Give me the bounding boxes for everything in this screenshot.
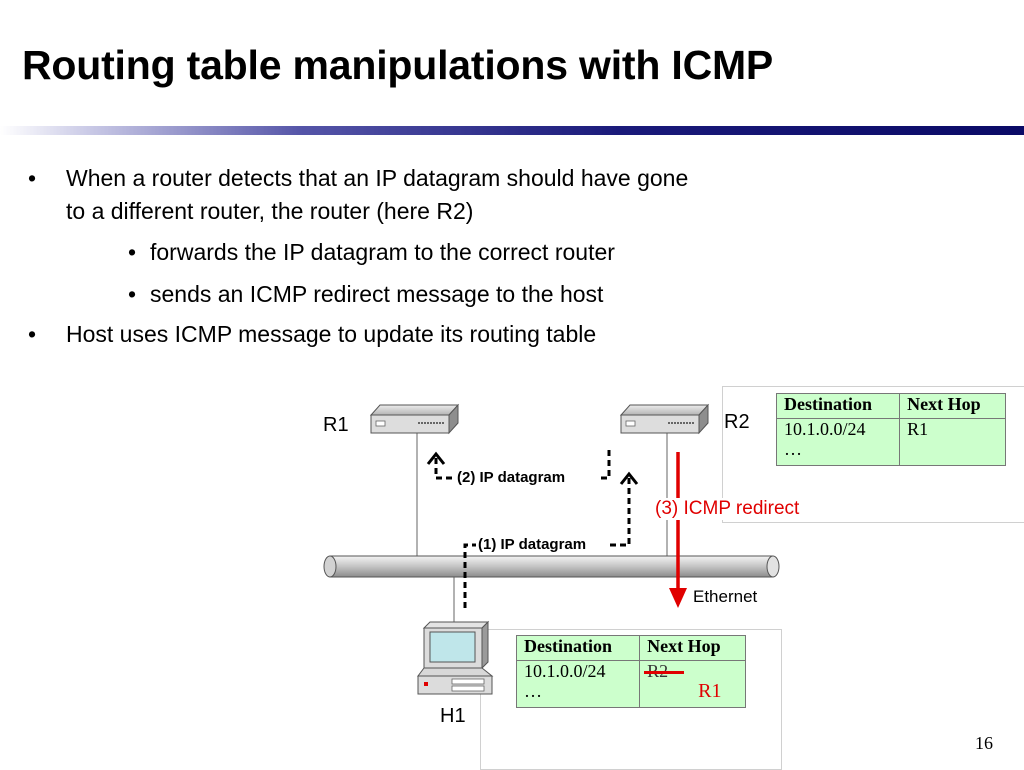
next-hop-cell: R2 R1 xyxy=(639,660,746,708)
bullet-2: • Host uses ICMP message to update its r… xyxy=(28,319,597,350)
bullet-dot: • xyxy=(28,165,37,191)
h1-routing-table: Destination Next Hop 10.1.0.0/24 … R2 R1 xyxy=(515,635,746,708)
bullet-1-line-2: to a different router, the router (here … xyxy=(66,198,474,224)
table-row: 10.1.0.0/24 … R2 R1 xyxy=(515,660,746,708)
sub-bullet-dot: • xyxy=(128,281,137,307)
destination-header: Destination xyxy=(775,393,901,419)
next-hop-value: R1 xyxy=(907,419,929,439)
router-r1-icon xyxy=(369,403,460,435)
ethernet-label: Ethernet xyxy=(693,587,758,606)
sub-bullet-dot: • xyxy=(128,239,137,265)
bullet-2-text: Host uses ICMP message to update its rou… xyxy=(66,321,597,347)
destination-value: 10.1.0.0/24 xyxy=(524,661,606,681)
datagram-1-label: (1) IP datagram xyxy=(476,536,589,553)
next-hop-cell: R1 xyxy=(899,418,1006,466)
datagram-1-path xyxy=(463,476,631,608)
destination-header: Destination xyxy=(515,635,641,661)
sub-bullet-1-text: forwards the IP datagram to the correct … xyxy=(150,239,615,265)
destination-value: 10.1.0.0/24 xyxy=(784,419,866,439)
bullet-1-line-1: When a router detects that an IP datagra… xyxy=(66,165,689,191)
sub-bullet-2-text: sends an ICMP redirect message to the ho… xyxy=(150,281,604,307)
slide-title: Routing table manipulations with ICMP xyxy=(22,42,774,88)
table-row: 10.1.0.0/24 … R1 xyxy=(775,418,1006,466)
ethernet-cable xyxy=(323,555,780,578)
destination-more: … xyxy=(784,439,802,459)
next-hop-new-value: R1 xyxy=(698,680,722,702)
bullet-dot: • xyxy=(28,321,37,347)
sub-bullet-1: • forwards the IP datagram to the correc… xyxy=(128,237,615,268)
destination-cell: 10.1.0.0/24 … xyxy=(775,418,901,466)
router-r2-icon xyxy=(619,403,710,435)
datagram-1-arrowhead xyxy=(619,471,639,485)
r2-routing-table: Destination Next Hop 10.1.0.0/24 … R1 xyxy=(775,393,1006,466)
datagram-2-path xyxy=(434,450,611,480)
icmp-redirect-label: (3) ICMP redirect xyxy=(655,498,800,520)
page-number: 16 xyxy=(975,733,993,753)
strikeout-line xyxy=(644,671,685,674)
bullet-1: • When a router detects that an IP datag… xyxy=(28,163,689,194)
datagram-2-label: (2) IP datagram xyxy=(455,469,568,486)
datagram-2-arrowhead xyxy=(426,451,446,465)
title-divider-bar xyxy=(0,126,1024,135)
table-header-row: Destination Next Hop xyxy=(515,635,746,661)
icmp-redirect-arrowhead xyxy=(669,588,687,608)
router-r2-label: R2 xyxy=(724,411,750,433)
host-h1-computer-icon xyxy=(417,620,494,695)
destination-cell: 10.1.0.0/24 … xyxy=(515,660,641,708)
next-hop-header: Next Hop xyxy=(639,635,746,661)
destination-more: … xyxy=(524,681,542,701)
next-hop-header: Next Hop xyxy=(899,393,1006,419)
sub-bullet-2: • sends an ICMP redirect message to the … xyxy=(128,279,604,310)
bullet-1-continuation: to a different router, the router (here … xyxy=(66,196,473,227)
router-r1-label: R1 xyxy=(323,414,349,436)
host-h1-label: H1 xyxy=(440,705,466,727)
table-header-row: Destination Next Hop xyxy=(775,393,1006,419)
